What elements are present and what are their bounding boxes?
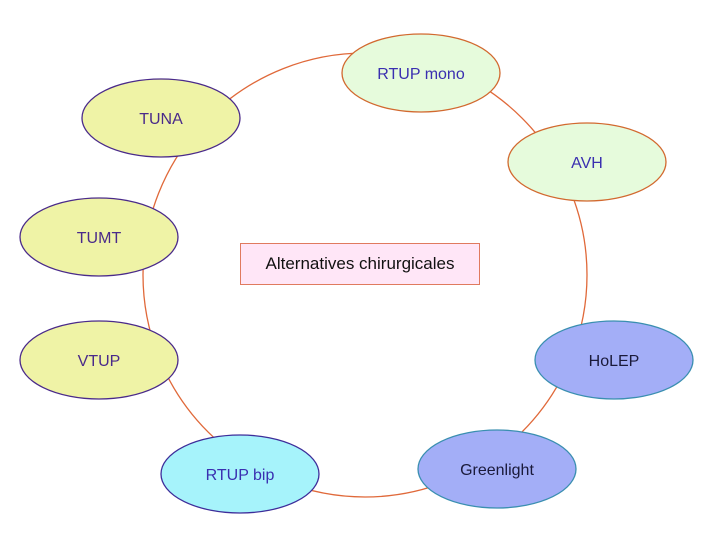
node-ellipse (81, 78, 241, 158)
node-label: VTUP (78, 353, 121, 370)
node-label: TUNA (139, 111, 183, 128)
node-label: TUMT (77, 230, 122, 247)
node-label: Greenlight (460, 462, 534, 479)
node-ellipse (534, 320, 694, 400)
node-label: HoLEP (589, 353, 640, 370)
node-ellipse (341, 33, 501, 113)
node-ellipse (19, 320, 179, 400)
node-greenlight: Greenlight (417, 429, 577, 509)
center-title: Alternatives chirurgicales (265, 254, 455, 273)
node-ellipse (19, 197, 179, 277)
node-label: RTUP bip (206, 467, 275, 484)
node-tumt: TUMT (19, 197, 179, 277)
node-holep: HoLEP (534, 320, 694, 400)
node-rtup-bip: RTUP bip (160, 434, 320, 514)
node-ellipse (507, 122, 667, 202)
center-title-box: Alternatives chirurgicales (240, 243, 480, 285)
node-label: AVH (571, 155, 603, 172)
node-vtup: VTUP (19, 320, 179, 400)
node-avh: AVH (507, 122, 667, 202)
node-tuna: TUNA (81, 78, 241, 158)
node-rtup-mono: RTUP mono (341, 33, 501, 113)
node-ellipse (417, 429, 577, 509)
node-label: RTUP mono (377, 66, 465, 83)
node-ellipse (160, 434, 320, 514)
